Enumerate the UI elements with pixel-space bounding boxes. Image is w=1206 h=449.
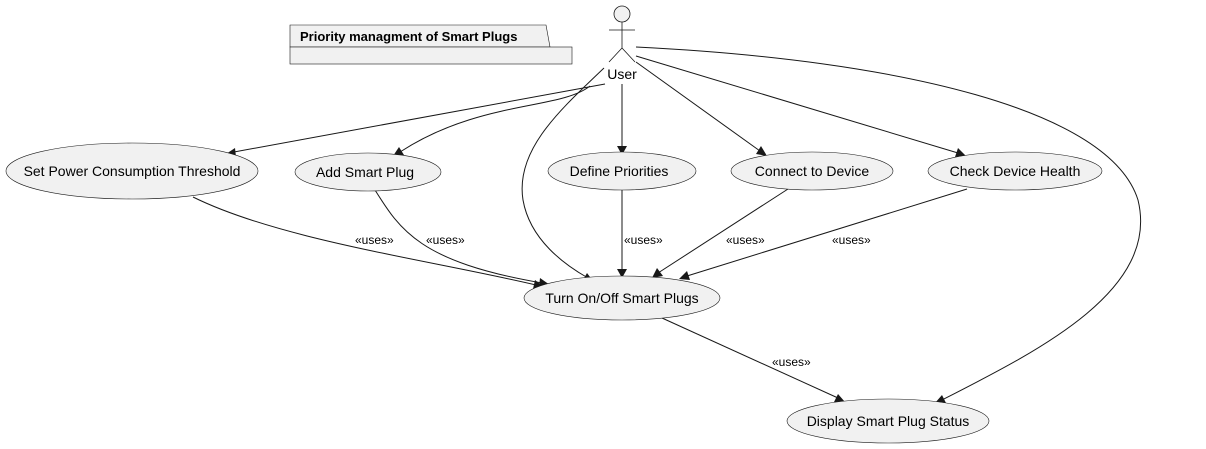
edge-user-define-priorities bbox=[617, 84, 627, 155]
package-body bbox=[289, 46, 573, 65]
uses-label-connect-device: «uses» bbox=[726, 233, 765, 247]
uses-label-set-threshold: «uses» bbox=[355, 233, 394, 247]
usecase-set-power-threshold-label: Set Power Consumption Threshold bbox=[24, 163, 241, 179]
usecase-define-priorities[interactable]: Define Priorities bbox=[547, 151, 697, 191]
usecase-turn-on-off[interactable]: Turn On/Off Smart Plugs bbox=[523, 275, 721, 321]
edge-turn-display bbox=[661, 317, 845, 402]
usecase-add-smart-plug[interactable]: Add Smart Plug bbox=[294, 152, 442, 192]
edge-user-connect-device bbox=[635, 61, 767, 156]
package: Priority managment of Smart Plugs bbox=[289, 24, 573, 65]
usecase-check-device-health-label: Check Device Health bbox=[950, 163, 1081, 179]
usecase-define-priorities-label: Define Priorities bbox=[570, 163, 669, 179]
edge-user-add-plug bbox=[393, 85, 591, 156]
edge-user-check-health bbox=[635, 55, 966, 157]
actor-head bbox=[613, 5, 631, 23]
usecase-display-status[interactable]: Display Smart Plug Status bbox=[786, 398, 990, 444]
usecase-turn-on-off-label: Turn On/Off Smart Plugs bbox=[545, 290, 698, 306]
actor-body bbox=[608, 22, 636, 63]
package-title: Priority managment of Smart Plugs bbox=[300, 29, 517, 44]
uses-label-define-priorities: «uses» bbox=[624, 233, 663, 247]
uses-label-add-plug: «uses» bbox=[426, 233, 465, 247]
usecase-connect-device[interactable]: Connect to Device bbox=[730, 151, 894, 191]
actor-edges bbox=[226, 46, 1141, 403]
edge-user-display-status bbox=[635, 46, 1141, 403]
uses-edges: «uses» «uses» «uses» «uses» «uses» «uses… bbox=[192, 188, 968, 402]
actor-user: User bbox=[607, 5, 637, 82]
edge-define-priorities-turn bbox=[617, 188, 627, 278]
usecase-connect-device-label: Connect to Device bbox=[755, 163, 870, 179]
actor-label: User bbox=[607, 66, 637, 82]
edge-user-set-threshold bbox=[226, 83, 606, 157]
usecase-add-smart-plug-label: Add Smart Plug bbox=[316, 164, 414, 180]
edge-check-health-turn bbox=[679, 188, 968, 280]
uses-label-display: «uses» bbox=[772, 355, 811, 369]
usecase-set-power-threshold[interactable]: Set Power Consumption Threshold bbox=[5, 142, 259, 200]
uses-label-check-health: «uses» bbox=[832, 233, 871, 247]
usecase-check-device-health[interactable]: Check Device Health bbox=[927, 151, 1103, 191]
edge-connect-device-turn bbox=[652, 188, 789, 278]
usecase-display-status-label: Display Smart Plug Status bbox=[807, 413, 970, 429]
